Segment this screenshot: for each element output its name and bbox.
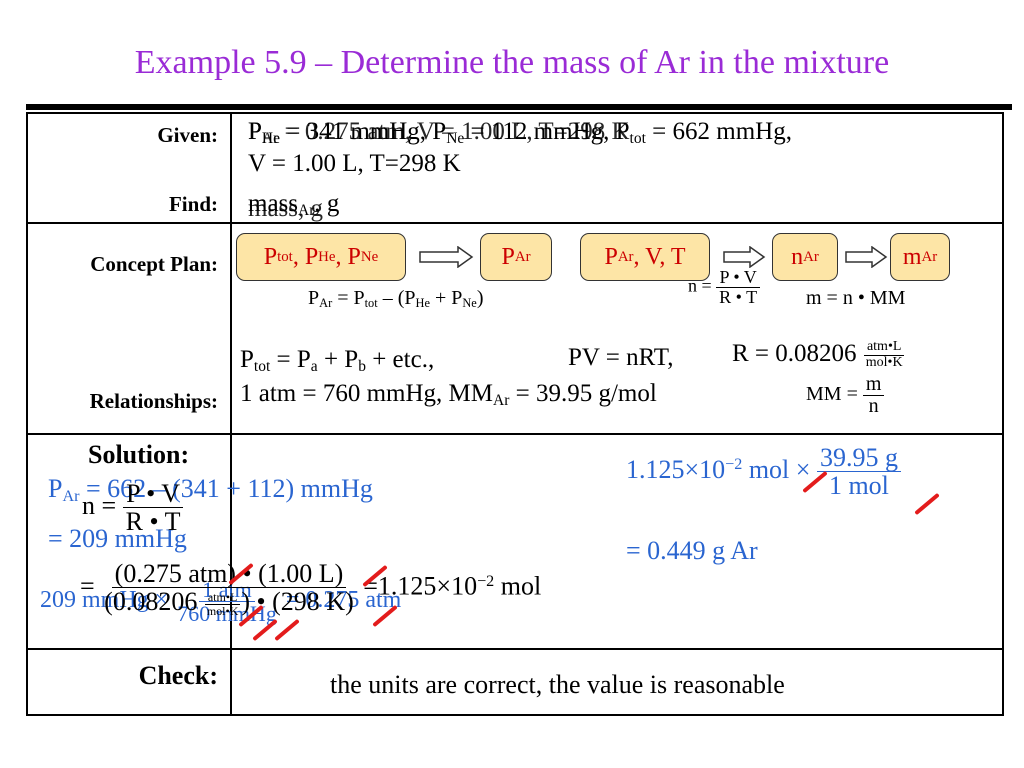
arrow-right-icon: [419, 246, 474, 268]
arrow-right-icon: [723, 246, 766, 268]
table-top-border: [26, 104, 1012, 110]
label-given: Given:: [157, 123, 218, 147]
rel-ideal-gas: PV = nRT,: [568, 344, 674, 371]
rel-dalton: Ptot = Pa + Pb + etc.,: [240, 346, 435, 375]
given-pressures: PHe = 341 mmHg, PNe = 112 mmHg, Ptot = 6…: [248, 118, 792, 147]
given-overlay-par: PAr = 0.275 atm, V = 1.00 L, T=298 K: [248, 118, 630, 147]
find-mass: massAr, g: [248, 190, 340, 219]
rel-conversions: 1 atm = 760 mmHg, MMAr = 39.95 g/mol: [240, 380, 657, 409]
given-volume-temp: V = 1.00 L, T=298 K: [248, 150, 461, 177]
slide-title: Example 5.9 – Determine the mass of Ar i…: [134, 44, 890, 81]
label-relationships: Relationships:: [89, 389, 218, 413]
table-frame: [26, 112, 1004, 716]
arrow-right-icon: [845, 246, 888, 268]
sol-par-result: = 209 mmHg: [48, 524, 187, 553]
row-divider-solution: [26, 648, 1004, 650]
label-find: Find:: [168, 192, 218, 216]
row-divider-concept: [26, 433, 1004, 435]
row-divider-given: [26, 222, 1004, 224]
find-overlay: mass, g: [248, 195, 323, 222]
table-column-divider: [230, 112, 232, 716]
sol-par-calc: PAr = 662 – (341 + 112) mmHg: [48, 474, 373, 506]
eq-m-formula: m = n • MM: [806, 287, 906, 309]
label-concept-plan: Concept Plan:: [90, 252, 218, 276]
label-check: Check:: [138, 661, 218, 690]
check-text: the units are correct, the value is reas…: [330, 670, 785, 699]
eq-par-formula: PAr = Ptot – (PHe + PNe): [308, 287, 484, 311]
sol-mass-result: = 0.449 g Ar: [626, 536, 758, 565]
label-solution: Solution:: [88, 440, 190, 469]
